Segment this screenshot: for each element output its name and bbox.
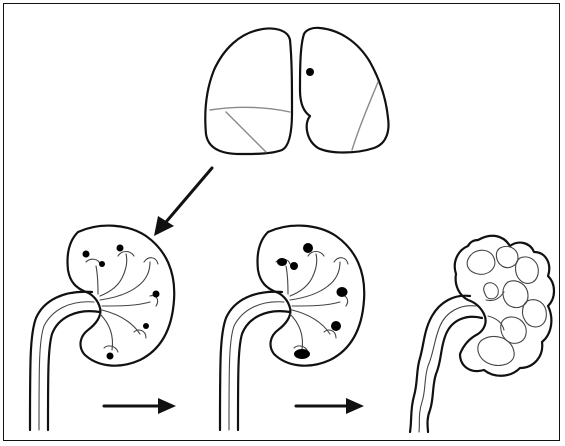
kidney-end-stage [410,236,554,432]
lungs [205,28,388,154]
lesion-dot [153,291,160,298]
lesion-dot [117,245,124,252]
lesion-dot [107,353,114,360]
right-lung-fissure-oblique [226,112,266,152]
lung-focus-dot [306,68,314,76]
lesion-blob [331,321,341,331]
kidney-early [30,226,174,430]
arrow-caseating-to-end-stage [296,398,364,414]
lesion-dot [99,261,105,267]
arrow-early-to-caseating [104,398,176,414]
lesion-blob [277,258,287,266]
lesion-blob [294,349,310,359]
lesion-dot [143,323,149,329]
lesion-blob [337,287,348,297]
lesion-blob [290,262,298,270]
lesion-blob [303,243,313,253]
right-lung-fissure [210,107,290,112]
lesion-dot [83,251,90,258]
kidney-caseating [220,226,364,430]
left-lung-fissure [352,82,378,150]
arrow-lung-to-kidney [154,168,212,236]
